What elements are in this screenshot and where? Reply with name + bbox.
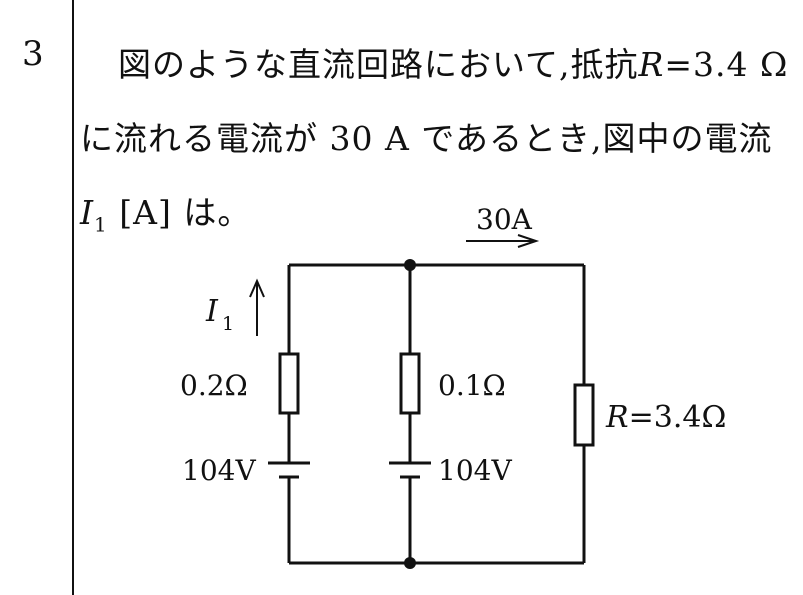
question-text-3: [A] は。 xyxy=(107,193,252,232)
question-line-2: に流れる電流が 30 A であるとき,図中の電流 xyxy=(80,119,773,158)
current-arrow-head xyxy=(517,234,540,248)
bottom-junction-dot xyxy=(404,557,416,569)
question-text-1a: 図のような直流回路において,抵抗 xyxy=(118,45,639,84)
resistor-variable: R xyxy=(638,45,665,84)
i1-label: I xyxy=(205,294,219,329)
question-line-3: I1 [A] は。 xyxy=(80,186,251,237)
current-subscript: 1 xyxy=(94,212,108,237)
i1-arrow-head xyxy=(249,278,265,298)
top-junction-dot xyxy=(404,259,416,271)
right-resistor-variable: R xyxy=(605,400,629,435)
current-label: 30A xyxy=(476,203,533,236)
margin-rule xyxy=(72,0,74,595)
i1-label-subscript: 1 xyxy=(222,313,234,335)
right-resistor-label: R=3.4Ω xyxy=(605,400,726,435)
left-resistor-label: 0.2Ω xyxy=(180,369,248,402)
mid-resistor xyxy=(399,352,421,415)
question-line-1: 図のような直流回路において,抵抗R=3.4 Ω xyxy=(118,38,788,86)
question-text-1b: =3.4 Ω xyxy=(664,45,789,84)
question-number: 3 xyxy=(22,34,44,74)
left-battery-label: 104V xyxy=(182,454,256,487)
left-resistor xyxy=(278,352,300,415)
right-resistor xyxy=(573,383,595,447)
mid-resistor-label: 0.1Ω xyxy=(438,369,506,402)
right-resistor-value: =3.4Ω xyxy=(629,400,727,435)
current-variable: I xyxy=(80,193,95,232)
mid-battery-label: 104V xyxy=(438,454,512,487)
